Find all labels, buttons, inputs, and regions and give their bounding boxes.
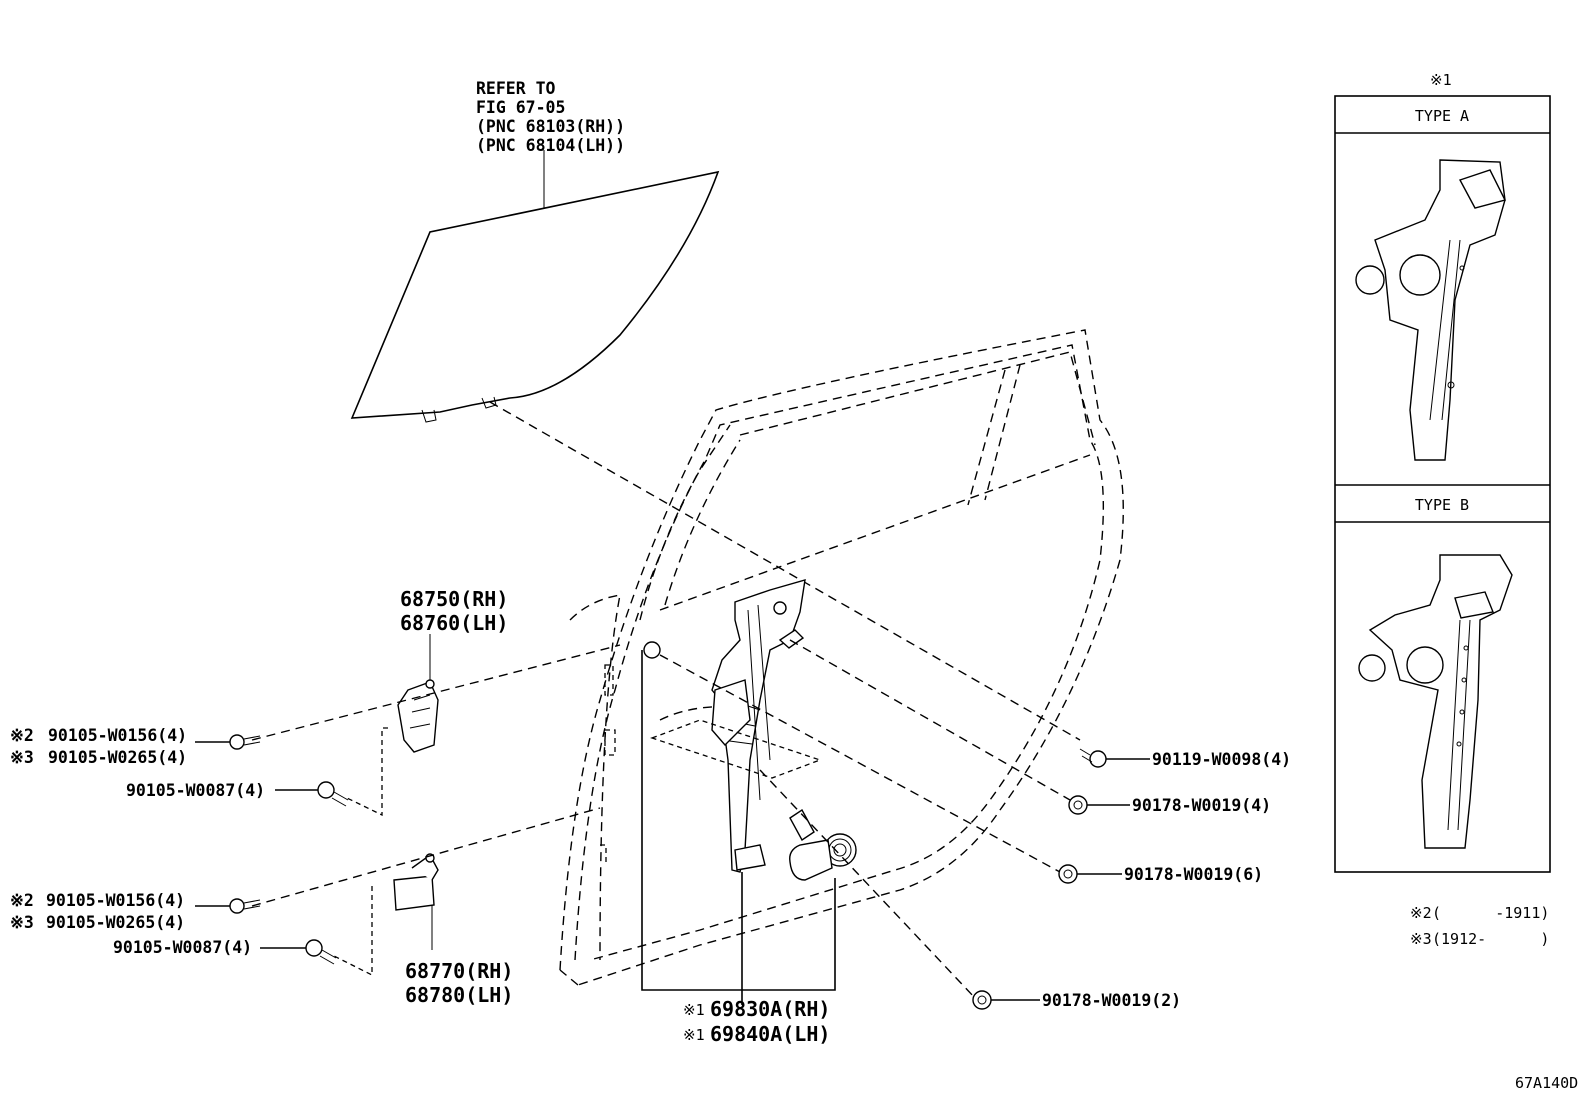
regulator-mark-lh: ※1 — [683, 1026, 705, 1044]
bolt-upper-a-part: 90105-W0156(4) — [48, 726, 187, 745]
bolt-upper-c-part: 90105-W0087(4) — [126, 781, 265, 800]
regulator-lh: 69840A(LH) — [710, 1022, 830, 1046]
figure-code: 67A140D — [1515, 1074, 1578, 1092]
bolt-lower-b-mark: ※3 — [10, 913, 34, 932]
bolt-upper-a-mark: ※2 — [10, 726, 34, 745]
note-3-text: (1912- ) — [1432, 930, 1549, 948]
hinge-lower-lh: 68780(LH) — [405, 983, 513, 1007]
glass-ref-line4: (PNC 68104(LH)) — [476, 136, 625, 155]
bracket-upper-hinge — [346, 727, 388, 817]
type-b-regulator — [1358, 554, 1513, 849]
bolt-lower-c-part: 90105-W0087(4) — [113, 938, 252, 957]
leader-lower-hinge-bolt — [251, 807, 601, 907]
door-glass — [350, 150, 720, 423]
note-2-mark: ※2 — [1410, 904, 1432, 922]
type-a-regulator — [1355, 159, 1507, 461]
bolt-right-1 — [1079, 748, 1150, 768]
bolt-lower-a-part: 90105-W0156(4) — [46, 891, 185, 910]
regulator-rh: 69830A(RH) — [710, 997, 830, 1021]
bolt-right-1-part: 90119-W0098(4) — [1152, 750, 1291, 769]
hinge-lower-rh: 68770(RH) — [405, 959, 513, 983]
bolt-lower-c — [260, 939, 337, 965]
leader-right-2 — [789, 639, 1071, 801]
hinge-upper-rh: 68750(RH) — [400, 587, 508, 611]
regulator-mark-rh: ※1 — [683, 1001, 705, 1019]
bolt-right-2-part: 90178-W0019(4) — [1132, 796, 1271, 815]
bolt-lower-a — [195, 898, 261, 914]
lower-hinge: 68770(RH) 68780(LH) — [393, 853, 513, 1007]
bolt-lower-b-part: 90105-W0265(4) — [46, 913, 185, 932]
regulator-bolt-upper — [643, 641, 661, 659]
leader-right-4 — [759, 769, 976, 999]
bolt-right-4 — [972, 990, 1040, 1010]
bolt-right-4-part: 90178-W0019(2) — [1042, 991, 1181, 1010]
door-panel-outline — [559, 329, 1124, 986]
bolt-upper-c — [275, 781, 349, 807]
inset-mark: ※1 — [1430, 71, 1452, 89]
glass-reference-label: REFER TO FIG 67-05 (PNC 68103(RH)) (PNC … — [476, 79, 625, 155]
window-regulator — [711, 579, 857, 881]
upper-hinge: 68750(RH) 68760(LH) — [397, 587, 508, 753]
bolt-right-3-part: 90178-W0019(6) — [1124, 865, 1263, 884]
type-inset: ※1 TYPE A TYPE B — [1334, 71, 1551, 873]
regulator-bracket-line — [641, 650, 836, 991]
note-3-mark: ※3 — [1410, 930, 1432, 948]
bolt-upper-a — [195, 734, 261, 750]
leader-right-3 — [659, 654, 1061, 873]
glass-ref-line1: REFER TO — [476, 79, 556, 98]
glass-ref-line3: (PNC 68103(RH)) — [476, 117, 625, 136]
note-2-text: ( -1911) — [1432, 904, 1549, 922]
bolt-right-3 — [1058, 864, 1122, 884]
bolt-upper-b-part: 90105-W0265(4) — [48, 748, 187, 767]
glass-ref-line2: FIG 67-05 — [476, 98, 565, 117]
bolt-upper-b-mark: ※3 — [10, 748, 34, 767]
leader-upper-hinge-bolt — [251, 644, 621, 741]
bracket-lower-hinge — [331, 886, 373, 977]
inset-type-b: TYPE B — [1415, 496, 1469, 514]
hinge-upper-lh: 68760(LH) — [400, 611, 508, 635]
inset-type-a: TYPE A — [1415, 107, 1469, 125]
leader-glass-bolt — [489, 401, 1081, 741]
bolt-lower-a-mark: ※2 — [10, 891, 34, 910]
bolt-right-2 — [1068, 795, 1130, 815]
regulator-dashed-bracket — [650, 719, 822, 779]
regulator-motor — [789, 808, 857, 881]
